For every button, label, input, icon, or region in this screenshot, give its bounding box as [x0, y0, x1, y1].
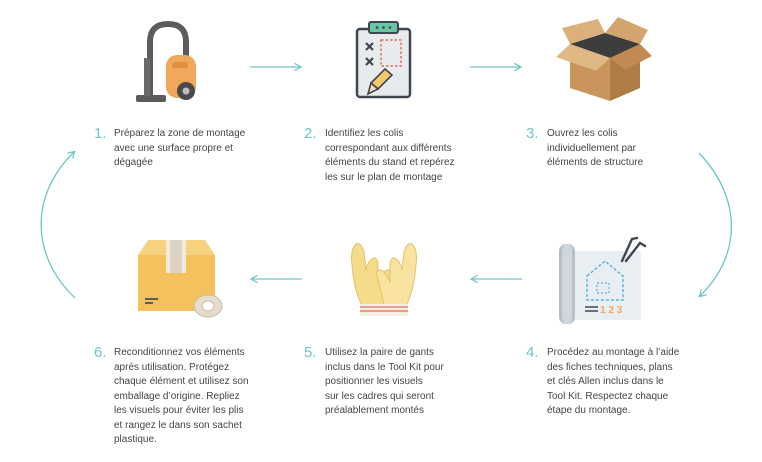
step-5-text: Utilisez la paire de gants inclus dans l… — [325, 347, 444, 416]
step-1-text: Préparez la zone de montage avec une sur… — [114, 128, 246, 168]
step-6-number: 6. — [94, 344, 107, 361]
step-3-text: Ouvrez les colis individuellement par él… — [547, 128, 644, 168]
step-3-number: 3. — [526, 125, 539, 142]
step-4-number: 4. — [526, 344, 539, 361]
step-5-number: 5. — [304, 344, 317, 361]
arrow-step6-to-step1 — [40, 150, 76, 299]
step-6-text: Reconditionnez vos éléments après utilis… — [114, 347, 249, 445]
arrow-step3-to-step4 — [698, 152, 733, 298]
step-4-text: Procédez au montage à l’aide des fiches … — [547, 347, 680, 416]
step-1-number: 1. — [94, 125, 107, 142]
checklist-clipboard-icon — [355, 21, 412, 99]
work-gloves-icon — [351, 243, 417, 316]
vacuum-cleaner-icon — [136, 20, 196, 102]
step-2-text: Identifiez les colis correspondant aux d… — [325, 128, 455, 183]
step-2-number: 2. — [304, 125, 317, 142]
open-box-icon — [556, 17, 652, 101]
blueprint-plan-icon: 1 2 3 — [559, 236, 647, 324]
taped-box-icon — [138, 240, 223, 318]
blueprint-digits: 1 2 3 — [600, 305, 623, 316]
